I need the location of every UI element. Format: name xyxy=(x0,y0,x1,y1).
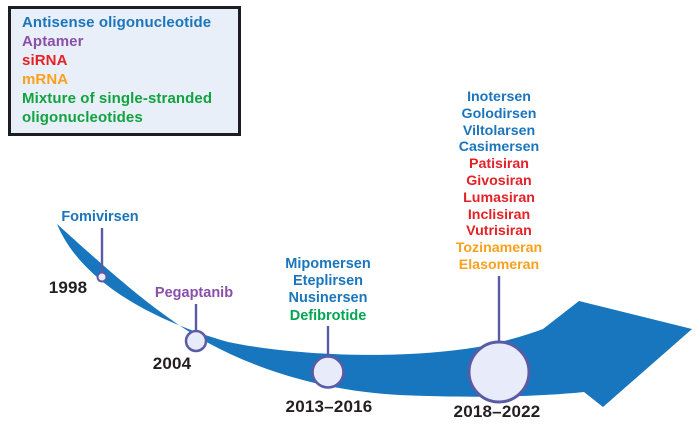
legend-item-antisense: Antisense oligonucleotide xyxy=(22,14,212,31)
drug-label-viltolarsen: Viltolarsen xyxy=(462,122,536,139)
drug-label-inotersen: Inotersen xyxy=(467,89,531,105)
drug-label-patisiran: Patisiran xyxy=(469,156,529,173)
drug-label-casimersen: Casimersen xyxy=(458,139,540,156)
drug-label-elasomeran: Elasomeran xyxy=(458,256,540,273)
drug-label-golodirsen: Golodirsen xyxy=(461,105,537,122)
drug-group-2013-2016: Mipomersen Eteplirsen Nusinersen Defibro… xyxy=(257,256,399,325)
year-label-2013-2016: 2013–2016 xyxy=(285,397,373,416)
drug-label-inclisiran: Inclisiran xyxy=(467,206,531,223)
drug-label-mipomersen: Mipomersen xyxy=(285,256,371,272)
timeline-node-2018-2022 xyxy=(467,340,531,404)
drug-label-lumasiran: Lumasiran xyxy=(463,189,535,206)
drug-label-eteplirsen: Eteplirsen xyxy=(292,273,364,290)
drug-label-fomivirsen: Fomivirsen xyxy=(61,209,139,225)
timeline-node-1998 xyxy=(96,271,108,283)
legend-item-sirna: siRNA xyxy=(22,52,68,69)
timeline-arrow xyxy=(57,224,692,407)
legend-item-aptamer: Aptamer xyxy=(22,33,84,50)
timeline-node-2004 xyxy=(184,329,208,353)
drug-label-vutrisiran: Vutrisiran xyxy=(466,223,532,240)
legend-box: Antisense oligonucleotide Aptamer siRNA … xyxy=(8,6,241,136)
drug-label-tozinameran: Tozinameran xyxy=(455,240,543,257)
timeline-node-2013-2016 xyxy=(311,355,345,389)
year-label-2004: 2004 xyxy=(152,354,192,373)
legend-item-mrna: mRNA xyxy=(22,71,69,88)
drug-group-2018-2022: Inotersen Golodirsen Viltolarsen Casimer… xyxy=(427,89,571,274)
drug-label-defibrotide: Defibrotide xyxy=(289,307,367,324)
year-label-1998: 1998 xyxy=(48,278,88,297)
year-label-2018-2022: 2018–2022 xyxy=(453,402,541,421)
drug-label-givosiran: Givosiran xyxy=(466,172,532,189)
legend-item-mixture: Mixture of single-stranded oligonucleoti… xyxy=(22,90,213,126)
drug-label-nusinersen: Nusinersen xyxy=(288,290,368,307)
drug-label-pegaptanib: Pegaptanib xyxy=(154,285,234,301)
